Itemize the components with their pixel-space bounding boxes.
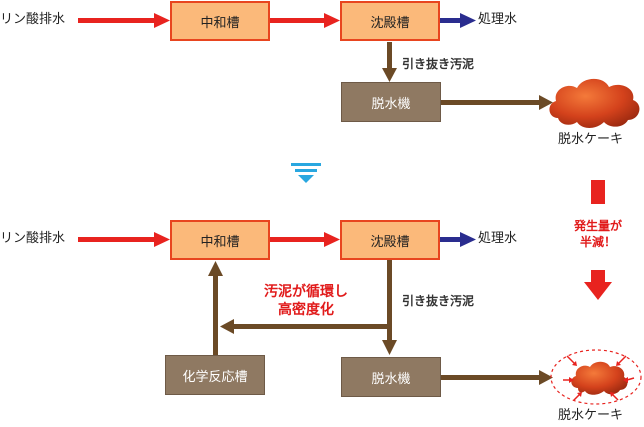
divider-chevron-icon (291, 163, 321, 183)
top-arrow-neutralization-to-settling (270, 13, 340, 28)
circulation-note-line2: 高密度化 (278, 302, 334, 318)
circulation-note-line1: 汚泥が循環し (264, 284, 348, 300)
reduction-arrow-icon (584, 180, 612, 300)
bottom-arrow-chemical-to-neutralization (208, 261, 223, 355)
bottom-dehydrator: 脱水機 (341, 357, 441, 397)
top-cake-label: 脱水ケーキ (558, 132, 624, 147)
top-dehydrator: 脱水機 (341, 82, 441, 122)
bottom-cake-label: 脱水ケーキ (558, 408, 624, 423)
top-arrow-input-to-neutralization (78, 13, 170, 28)
top-output-label: 処理水 (478, 12, 518, 27)
reduction-note-line2: 半減！ (579, 235, 616, 249)
top-arrow-settling-to-output (440, 13, 476, 28)
top-arrow-dehydrator-to-cake (441, 95, 553, 110)
bottom-arrow-neutralization-to-settling (270, 232, 340, 247)
bottom-neutralization-tank: 中和槽 (170, 220, 270, 260)
bottom-settling-tank: 沈殿槽 (340, 220, 440, 260)
reduction-note-line1: 発生量が (573, 219, 622, 233)
bottom-arrow-dehydrator-to-cake (441, 370, 553, 385)
bottom-arrow-settling-to-dehydrator (382, 260, 397, 355)
bottom-sludge-withdraw-label: 引き抜き汚泥 (402, 294, 475, 308)
top-arrow-settling-to-dehydrator (382, 42, 397, 82)
top-sludge-withdraw-label: 引き抜き汚泥 (402, 57, 475, 71)
reduction-note: 発生量が 半減！ (570, 218, 626, 250)
bottom-arrow-settling-to-output (440, 232, 476, 247)
chemical-reaction-tank: 化学反応槽 (165, 355, 265, 395)
top-settling-tank: 沈殿槽 (340, 1, 440, 41)
bottom-arrow-recirculation (220, 319, 387, 334)
top-input-label: リン酸排水 (0, 12, 66, 27)
bottom-input-label: リン酸排水 (0, 231, 66, 246)
bottom-arrow-input-to-neutralization (78, 232, 170, 247)
bottom-output-label: 処理水 (478, 231, 518, 246)
bottom-cake-icon (550, 349, 642, 405)
top-cake-icon (549, 78, 640, 128)
top-neutralization-tank: 中和槽 (170, 1, 270, 41)
circulation-note: 汚泥が循環し 高密度化 (244, 283, 368, 319)
